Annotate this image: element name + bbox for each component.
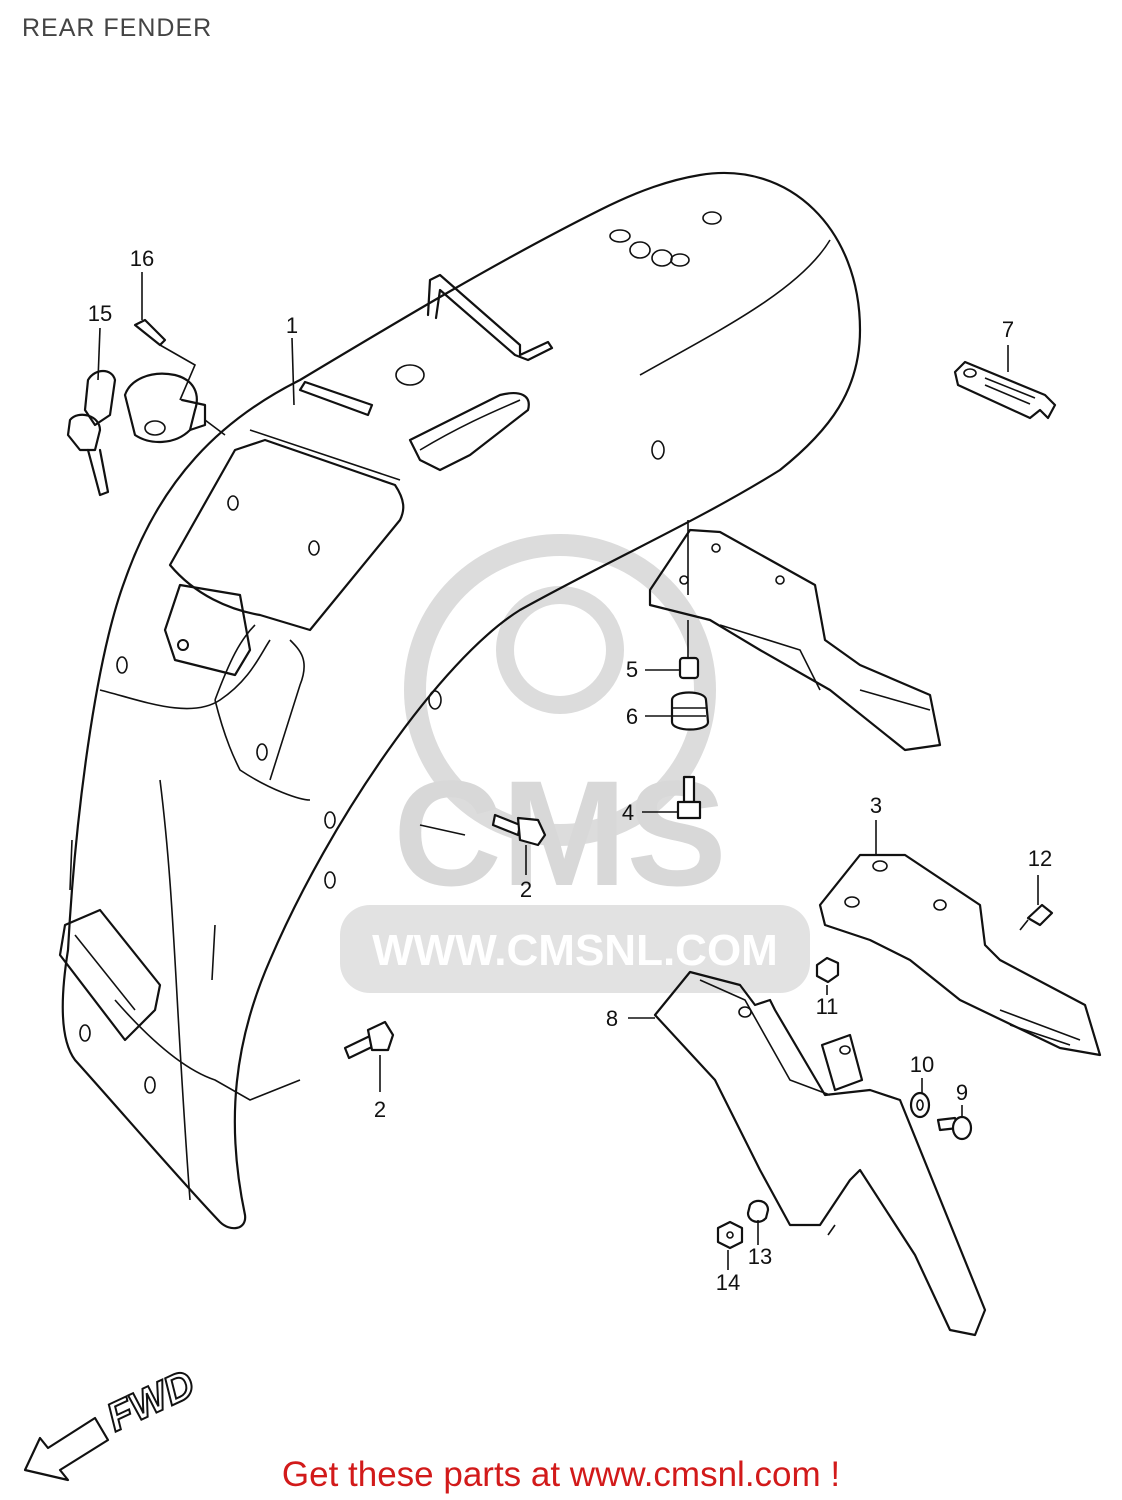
watermark-logo: CMS — [393, 749, 726, 917]
collar-part-13[interactable] — [746, 1199, 770, 1223]
rear-fender-part-1[interactable] — [58, 171, 862, 1230]
watermark: CMS WWW.CMSNL.COM — [340, 534, 810, 993]
callout-labels: 1 2 2 3 4 5 6 7 8 9 10 11 12 13 14 15 16 — [88, 246, 1052, 1295]
bolt-part-9[interactable] — [936, 1115, 973, 1141]
upper-bracket[interactable] — [648, 520, 942, 752]
footer-link[interactable]: Get these parts at www.cmsnl.com ! — [281, 1455, 841, 1494]
nut-part-14[interactable] — [716, 1220, 744, 1250]
callout-4: 4 — [622, 800, 634, 825]
callout-1: 1 — [286, 313, 298, 338]
leader-lines — [97, 272, 1039, 1270]
collar-part-5[interactable] — [678, 656, 700, 680]
washer-part-10[interactable] — [909, 1091, 931, 1119]
callout-14: 14 — [716, 1270, 740, 1295]
screw-part-12[interactable] — [1019, 903, 1054, 931]
callout-7: 7 — [1002, 317, 1014, 342]
lock-set-part-15[interactable] — [66, 369, 226, 497]
callout-2-lower: 2 — [374, 1097, 386, 1122]
callout-10: 10 — [910, 1052, 934, 1077]
chain-guard-part-8[interactable] — [653, 970, 987, 1337]
callout-8: 8 — [606, 1006, 618, 1031]
callout-15: 15 — [88, 301, 112, 326]
screw-part-16[interactable] — [133, 318, 197, 401]
nut-part-11[interactable] — [815, 956, 840, 984]
callout-13: 13 — [748, 1244, 772, 1269]
watermark-url: WWW.CMSNL.COM — [372, 926, 778, 975]
bracket-part-3[interactable] — [818, 853, 1102, 1057]
callout-16: 16 — [130, 246, 154, 271]
diagram-title: REAR FENDER — [22, 14, 213, 42]
callout-6: 6 — [626, 704, 638, 729]
bolt-part-2-lower[interactable] — [343, 1020, 395, 1060]
fwd-label: FWD — [100, 1362, 201, 1440]
strap-part-7[interactable] — [953, 360, 1057, 420]
bolt-part-2-upper[interactable] — [491, 813, 547, 847]
callout-2-upper: 2 — [520, 877, 532, 902]
callout-12: 12 — [1028, 846, 1052, 871]
callout-5: 5 — [626, 657, 638, 682]
callout-11: 11 — [816, 994, 839, 1019]
cushion-part-6[interactable] — [670, 691, 710, 731]
callout-3: 3 — [870, 793, 882, 818]
callout-9: 9 — [956, 1080, 968, 1105]
